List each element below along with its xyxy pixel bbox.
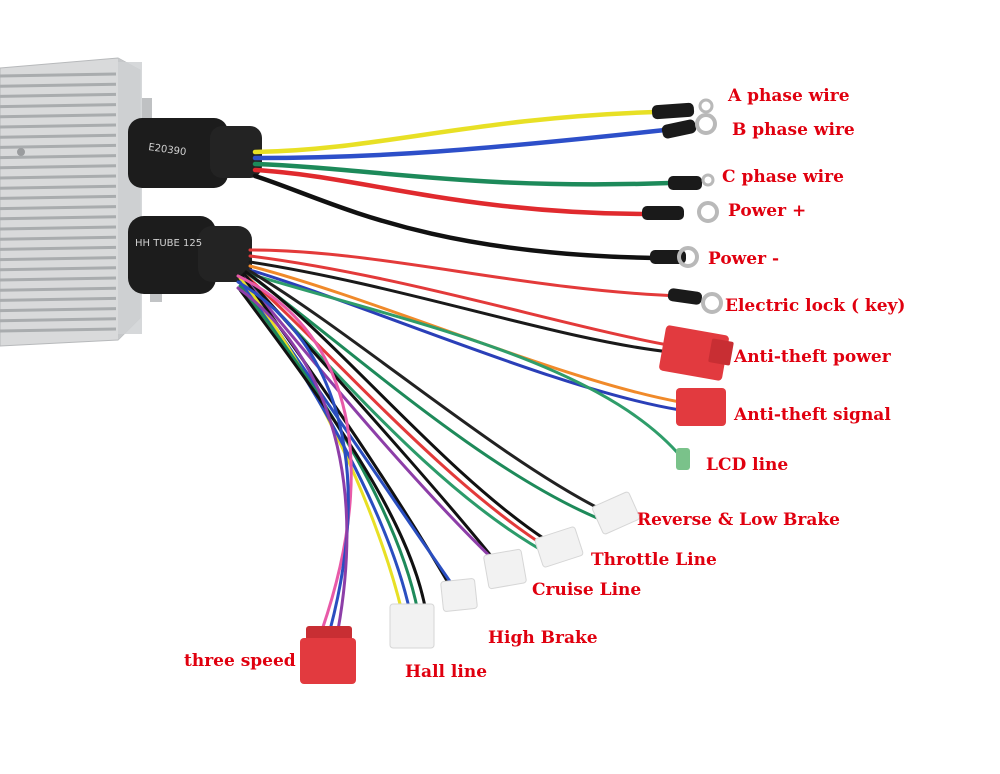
hall-wire-d [238, 288, 428, 614]
signal-wires [236, 248, 684, 632]
heat-sink-fin [0, 327, 117, 333]
heat-sink-fin [0, 266, 117, 272]
antitheft-signal-wire-b [248, 268, 682, 412]
three-speed-wire-b [236, 280, 350, 632]
throttle-wire-b [244, 274, 550, 550]
power-plus-wire [252, 167, 653, 217]
heat-sink-fin [0, 82, 117, 88]
label-power-plus: Power + [728, 201, 807, 221]
heat-sink-fin [0, 307, 117, 313]
three-speed-wire-a [236, 274, 353, 632]
phase-wires [252, 109, 673, 261]
heat-sink-fin [0, 317, 117, 323]
three-speed-connector [300, 626, 356, 684]
reverse-connector [592, 491, 640, 535]
heat-sink-fin [0, 174, 117, 180]
antitheft-power-wire-b [248, 260, 672, 354]
label-b-phase-wire: B phase wire [732, 120, 855, 140]
heat-sink-fins [0, 72, 117, 333]
heat-sink-fin [0, 215, 117, 221]
lcd-wire [248, 272, 684, 460]
reverse-wire-a [246, 268, 608, 514]
signal-connectors [389, 491, 640, 649]
cruise-connector [483, 548, 527, 590]
label-three-speed: three speed [184, 651, 296, 671]
throttle-wire-a [244, 270, 548, 542]
heat-sink-fin [0, 154, 117, 160]
heat-sink-fin [0, 113, 117, 119]
signal-wire-sleeve: HH TUBE 125 [128, 216, 252, 294]
antitheft-connectors [659, 325, 734, 426]
throttle-connector [534, 526, 584, 568]
signal-terminals [667, 288, 723, 470]
a-phase-wire [252, 109, 658, 155]
b-phase-wire [252, 127, 668, 161]
three-speed-wire-c [236, 286, 349, 632]
hall-wire-c [238, 284, 420, 614]
phase-terminals [642, 98, 719, 268]
heat-sink-fin [0, 133, 117, 139]
label-power-minus: Power - [708, 249, 780, 269]
sleeve-print-upper: E20390 [148, 142, 187, 158]
heat-sink-fin [0, 123, 117, 129]
label-antitheft-signal: Anti-theft signal [734, 405, 891, 425]
label-high-brake: High Brake [488, 628, 598, 648]
heat-sink-fin [0, 286, 117, 292]
heat-sink-fin [0, 184, 117, 190]
hall-wire-a [238, 276, 404, 614]
high-brake-connector [440, 578, 478, 612]
electric-lock-wire [248, 248, 682, 298]
label-reverse-low-brake: Reverse & Low Brake [637, 510, 840, 530]
antitheft-power-wire-a [248, 254, 670, 347]
c-phase-wire [252, 161, 673, 187]
heat-sink-fin [0, 235, 117, 241]
label-c-phase-wire: C phase wire [722, 167, 844, 187]
controller-housing [0, 57, 162, 347]
label-hall-line: Hall line [405, 662, 488, 682]
heat-sink-fin [0, 194, 117, 200]
reverse-wire-b [246, 272, 604, 522]
heat-sink-fin [0, 143, 117, 149]
heat-sink-fin [0, 256, 117, 262]
hall-connector [389, 603, 435, 649]
label-a-phase-wire: A phase wire [728, 86, 850, 106]
label-electric-lock: Electric lock ( key) [725, 296, 906, 316]
sleeve-print-lower: HH TUBE 125 [135, 238, 202, 249]
heat-sink-fin [0, 245, 117, 251]
label-throttle-line: Throttle Line [591, 550, 717, 570]
cruise-wire-b [242, 276, 502, 568]
phase-wire-sleeve: E20390 [128, 118, 262, 188]
power-minus-wire [252, 173, 658, 261]
heat-sink-fin [0, 296, 117, 302]
heat-sink-fin [0, 72, 117, 78]
heat-sink-fin [0, 205, 117, 211]
heat-sink-fin [0, 164, 117, 170]
label-lcd-line: LCD line [706, 455, 789, 475]
label-cruise-line: Cruise Line [532, 580, 642, 600]
heat-sink-fin [0, 225, 117, 231]
heat-sink-fin [0, 92, 117, 98]
heat-sink-fin [0, 276, 117, 282]
label-antitheft-power: Anti-theft power [734, 347, 891, 367]
heat-sink-fin [0, 103, 117, 109]
